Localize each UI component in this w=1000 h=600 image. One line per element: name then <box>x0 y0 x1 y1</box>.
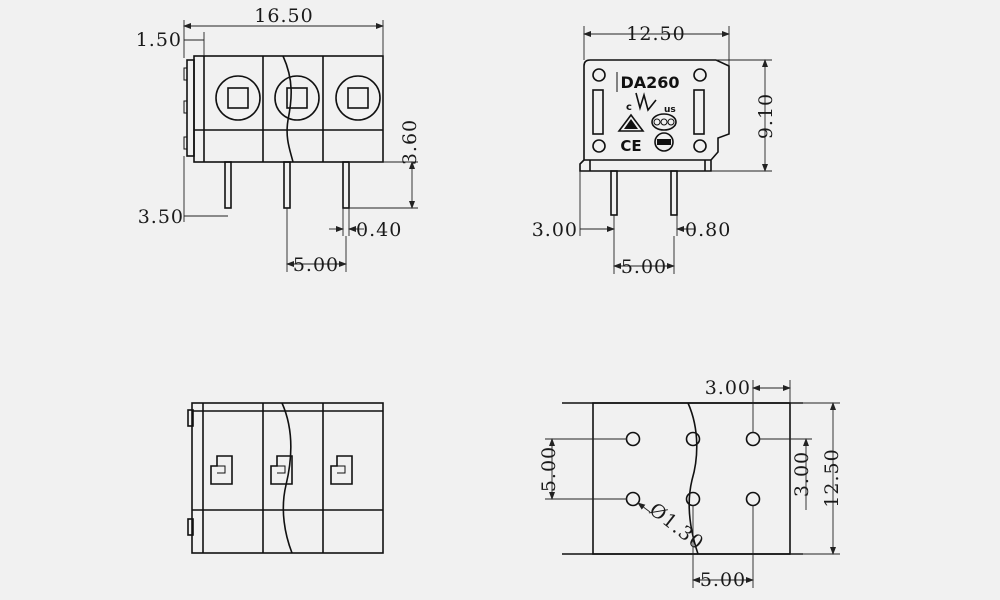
dim-pin-thickness: 0.40 <box>356 219 402 241</box>
cul-mark: c <box>626 102 632 113</box>
clamp-opening <box>210 455 233 485</box>
dim-hole-row-spacing-right: 3.00 <box>791 451 813 497</box>
footprint-break-line <box>687 402 699 555</box>
dim-overall-width: 16.50 <box>254 5 313 27</box>
dim-body-height: 3.60 <box>399 119 421 165</box>
tuv-round-icon <box>654 132 674 152</box>
tuv-triangle-icon <box>617 113 645 132</box>
front-view: 16.50 1.50 3.60 3.50 0.40 5.00 <box>136 5 421 276</box>
top-break-line <box>281 402 293 554</box>
ul-logo-icon <box>635 92 657 112</box>
screw-hole <box>274 75 320 121</box>
dim-side-height: 9.10 <box>755 93 777 139</box>
pcb-hole <box>745 431 761 447</box>
dim-footprint-depth: 12.50 <box>821 448 843 507</box>
pcb-hole <box>685 491 701 507</box>
side-view: DA260 c us CE 12.50 9.10 3.00 <box>532 23 777 278</box>
pcb-hole <box>685 431 701 447</box>
top-view <box>187 402 384 554</box>
pin <box>342 161 350 209</box>
footprint-view: 3.00 5.00 3.00 12.50 Ø1.30 5.00 <box>538 377 843 591</box>
dim-pin-offset: 3.00 <box>532 219 578 241</box>
dim-pin-spacing: 5.00 <box>621 256 667 278</box>
clamp-opening <box>270 455 293 485</box>
pcb-hole <box>625 491 641 507</box>
side-housing-outline <box>579 59 730 172</box>
screw-hole <box>215 75 261 121</box>
pcb-hole <box>745 491 761 507</box>
dim-hole-offset-top: 3.00 <box>705 377 751 399</box>
clamp-opening <box>330 455 353 485</box>
break-line <box>282 55 294 163</box>
ce-mark: CE <box>620 137 641 155</box>
marking-text: DA260 <box>620 73 679 92</box>
side-pin <box>610 170 618 216</box>
us-mark: us <box>664 105 676 115</box>
dim-pin-length: 3.50 <box>138 206 184 228</box>
screw-hole <box>335 75 381 121</box>
dim-pin-width: 0.80 <box>685 219 731 241</box>
top-housing-outline <box>191 402 384 554</box>
pin <box>224 161 232 209</box>
pcb-hole <box>625 431 641 447</box>
dim-pitch: 5.00 <box>293 254 339 276</box>
dim-hole-pitch: 5.00 <box>700 569 746 591</box>
cqc-logo-icon <box>651 113 677 131</box>
footprint-outline <box>592 402 791 555</box>
side-pin <box>670 170 678 216</box>
dim-side-depth: 12.50 <box>626 23 685 45</box>
pin <box>283 161 291 209</box>
dim-hole-row-spacing-left: 5.00 <box>538 446 560 492</box>
dim-hole-diameter: Ø1.30 <box>645 499 708 555</box>
dim-edge-offset: 1.50 <box>136 29 182 51</box>
